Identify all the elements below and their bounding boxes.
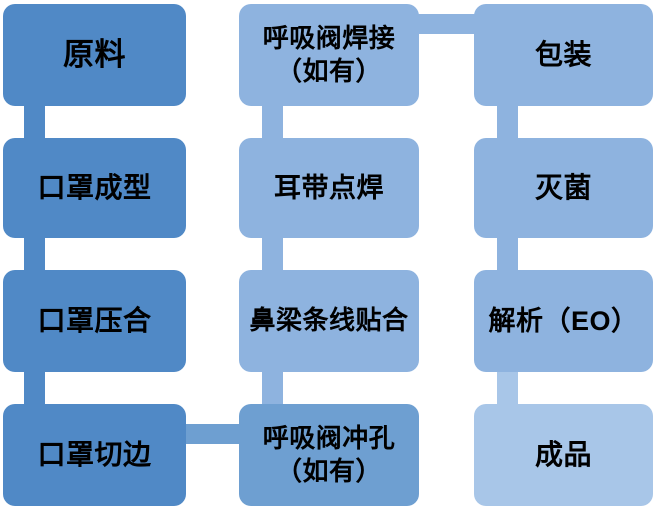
- connector-valve-punching-to-nosewire-bonding: [262, 370, 283, 406]
- node-packaging[interactable]: 包装: [474, 4, 653, 106]
- connector-raw-material-to-mask-forming: [24, 104, 45, 140]
- node-finished-product-label: 成品: [534, 439, 592, 471]
- node-sterilization[interactable]: 灭菌: [474, 138, 653, 238]
- node-mask-pressing-label: 口罩压合: [37, 305, 152, 337]
- node-nosewire-bonding-label: 鼻梁条线贴合: [249, 305, 409, 336]
- connector-packaging-to-sterilization: [497, 104, 518, 140]
- node-mask-forming-label: 口罩成型: [37, 172, 152, 204]
- connector-earloop-welding-to-valve-welding: [262, 104, 283, 140]
- node-earloop-welding[interactable]: 耳带点焊: [239, 138, 419, 238]
- connector-nosewire-bonding-to-earloop-welding: [262, 236, 283, 272]
- node-raw-material-label: 原料: [63, 37, 126, 73]
- connector-mask-trimming-to-valve-punching: [172, 424, 246, 444]
- node-nosewire-bonding[interactable]: 鼻梁条线贴合: [239, 270, 419, 372]
- connector-mask-forming-to-mask-pressing: [24, 236, 45, 272]
- connector-desorption-to-finished-product: [497, 370, 518, 406]
- node-valve-punching-label: 呼吸阀冲孔 （如有）: [262, 422, 396, 486]
- node-mask-forming[interactable]: 口罩成型: [3, 138, 186, 238]
- connector-sterilization-to-desorption: [497, 236, 518, 272]
- node-valve-welding[interactable]: 呼吸阀焊接 （如有）: [239, 4, 419, 106]
- node-packaging-label: 包装: [534, 39, 592, 71]
- node-sterilization-label: 灭菌: [534, 172, 592, 204]
- node-mask-trimming[interactable]: 口罩切边: [3, 404, 186, 506]
- node-finished-product[interactable]: 成品: [474, 404, 653, 506]
- node-raw-material[interactable]: 原料: [3, 4, 186, 106]
- node-mask-trimming-label: 口罩切边: [37, 439, 152, 471]
- connector-valve-welding-to-packaging: [409, 14, 483, 34]
- node-mask-pressing[interactable]: 口罩压合: [3, 270, 186, 372]
- node-desorption-eo[interactable]: 解析（EO）: [474, 270, 653, 372]
- node-valve-punching[interactable]: 呼吸阀冲孔 （如有）: [239, 404, 419, 506]
- connector-mask-pressing-to-mask-trimming: [24, 370, 45, 406]
- node-desorption-eo-label: 解析（EO）: [488, 305, 639, 336]
- node-earloop-welding-label: 耳带点焊: [274, 172, 384, 203]
- node-valve-welding-label: 呼吸阀焊接 （如有）: [262, 22, 396, 86]
